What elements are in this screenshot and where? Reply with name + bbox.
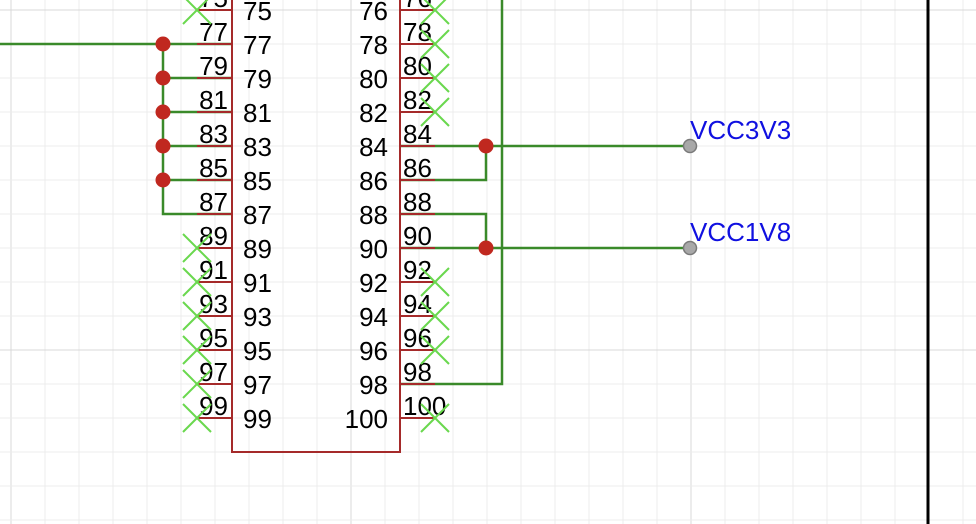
junction-dot bbox=[155, 36, 171, 52]
pin-name-96: 96 bbox=[359, 336, 388, 366]
pin-name-92: 92 bbox=[359, 268, 388, 298]
pin-labels: 75 75 77 77 79 79 81 81 83 83 85 85 87 87 89 89 91 91 93 93… bbox=[199, 0, 446, 434]
no-connect-marks bbox=[182, 0, 450, 433]
pin-name-85: 85 bbox=[243, 166, 272, 196]
pin-number-89: 89 bbox=[199, 221, 228, 251]
pin-name-98: 98 bbox=[359, 370, 388, 400]
no-connect-icon bbox=[182, 301, 212, 331]
pin-name-80: 80 bbox=[359, 64, 388, 94]
pin-number-80: 80 bbox=[403, 51, 432, 81]
no-connect-icon bbox=[420, 29, 450, 59]
no-connect-icon bbox=[420, 335, 450, 365]
pin-number-75: 75 bbox=[199, 0, 228, 13]
pin-name-78: 78 bbox=[359, 30, 388, 60]
pin-name-97: 97 bbox=[243, 370, 272, 400]
no-connect-icon bbox=[420, 267, 450, 297]
pin-name-90: 90 bbox=[359, 234, 388, 264]
pin-number-92: 92 bbox=[403, 255, 432, 285]
no-connect-icon bbox=[420, 301, 450, 331]
pin-name-79: 79 bbox=[243, 64, 272, 94]
pin-name-88: 88 bbox=[359, 200, 388, 230]
pins bbox=[197, 9, 435, 419]
pin-name-77: 77 bbox=[243, 30, 272, 60]
pin-number-88: 88 bbox=[403, 187, 432, 217]
pin-name-91: 91 bbox=[243, 268, 272, 298]
pin-number-90: 90 bbox=[403, 221, 432, 251]
pin-number-96: 96 bbox=[403, 323, 432, 353]
pin-name-94: 94 bbox=[359, 302, 388, 332]
junction-dot bbox=[155, 70, 171, 86]
component-body[interactable] bbox=[231, 0, 401, 453]
net-label-vcc1v8[interactable]: VCC1V8 bbox=[690, 217, 791, 247]
net-port-vcc3v3[interactable] bbox=[682, 138, 698, 154]
pin-number-82: 82 bbox=[403, 85, 432, 115]
pin-name-87: 87 bbox=[243, 200, 272, 230]
pin-name-82: 82 bbox=[359, 98, 388, 128]
no-connect-icon bbox=[182, 369, 212, 399]
junction-dot bbox=[155, 172, 171, 188]
pin-number-95: 95 bbox=[199, 323, 228, 353]
pin-number-77: 77 bbox=[199, 17, 228, 47]
pin-number-100: 100 bbox=[403, 391, 446, 421]
pin-name-84: 84 bbox=[359, 132, 388, 162]
no-connect-icon bbox=[182, 233, 212, 263]
no-connect-icon bbox=[420, 403, 450, 433]
pin-number-87: 87 bbox=[199, 187, 228, 217]
junction-dot bbox=[155, 104, 171, 120]
net-label-vcc3v3[interactable]: VCC3V3 bbox=[690, 115, 791, 145]
junction-dot bbox=[478, 138, 494, 154]
wires bbox=[0, 0, 690, 386]
pin-name-83: 83 bbox=[243, 132, 272, 162]
junction-dot bbox=[155, 138, 171, 154]
pin-number-85: 85 bbox=[199, 153, 228, 183]
pin-number-99: 99 bbox=[199, 391, 228, 421]
pin-name-76: 76 bbox=[359, 0, 388, 26]
no-connect-icon bbox=[420, 63, 450, 93]
no-connect-icon bbox=[182, 403, 212, 433]
pin-number-93: 93 bbox=[199, 289, 228, 319]
pin-number-81: 81 bbox=[199, 85, 228, 115]
no-connect-icon bbox=[182, 335, 212, 365]
pin-number-84: 84 bbox=[403, 119, 432, 149]
pin-number-94: 94 bbox=[403, 289, 432, 319]
pin-name-86: 86 bbox=[359, 166, 388, 196]
net-labels: VCC3V3 VCC1V8 bbox=[682, 115, 791, 256]
pin-name-100: 100 bbox=[345, 404, 388, 434]
pin-number-97: 97 bbox=[199, 357, 228, 387]
pin-number-76: 76 bbox=[403, 0, 432, 13]
pin-name-89: 89 bbox=[243, 234, 272, 264]
pin-number-79: 79 bbox=[199, 51, 228, 81]
pin-name-99: 99 bbox=[243, 404, 272, 434]
no-connect-icon bbox=[420, 0, 447, 25]
pin-name-93: 93 bbox=[243, 302, 272, 332]
no-connect-icon bbox=[420, 97, 450, 127]
pin-number-86: 86 bbox=[403, 153, 432, 183]
pin-number-83: 83 bbox=[199, 119, 228, 149]
pin-number-78: 78 bbox=[403, 17, 432, 47]
net-port-vcc1v8[interactable] bbox=[682, 240, 698, 256]
no-connect-icon bbox=[182, 267, 212, 297]
pin-number-91: 91 bbox=[199, 255, 228, 285]
pin-number-98: 98 bbox=[403, 357, 432, 387]
junctions bbox=[155, 36, 494, 256]
pin-name-95: 95 bbox=[243, 336, 272, 366]
junction-dot bbox=[478, 240, 494, 256]
no-connect-icon bbox=[182, 0, 209, 25]
pin-name-75: 75 bbox=[243, 0, 272, 26]
pin-name-81: 81 bbox=[243, 98, 272, 128]
